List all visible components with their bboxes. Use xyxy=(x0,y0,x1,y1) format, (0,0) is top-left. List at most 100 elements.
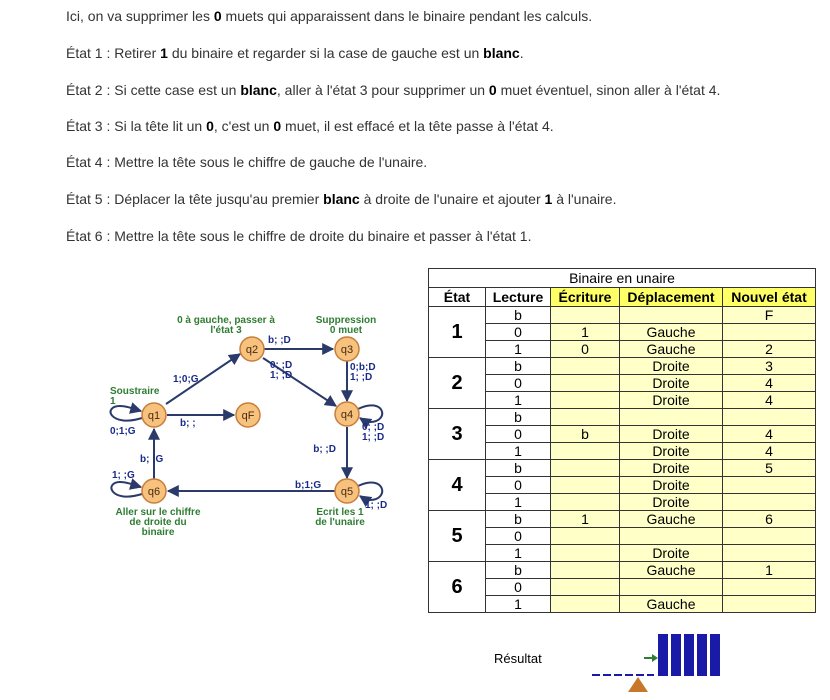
cell-lecture: b xyxy=(485,306,551,324)
tape-cell xyxy=(658,634,668,676)
cell-nouvel-etat xyxy=(722,408,816,426)
cell-deplacement: Droite xyxy=(619,391,723,409)
table-row: 0 xyxy=(429,578,816,596)
cell-nouvel-etat: 5 xyxy=(722,459,816,477)
cell-deplacement: Droite xyxy=(619,425,723,443)
label-q4-q5: b; ;D xyxy=(313,444,336,455)
note-q1: 1 xyxy=(110,396,116,407)
table-row: 0 xyxy=(429,527,816,545)
cell-deplacement xyxy=(619,578,723,596)
cell-deplacement: Droite xyxy=(619,442,723,460)
cell-lecture: 1 xyxy=(485,442,551,460)
svg-text:q4: q4 xyxy=(341,409,353,421)
tape-cell xyxy=(710,634,720,676)
cell-lecture: 1 xyxy=(485,391,551,409)
column-header: Lecture xyxy=(485,287,551,307)
edge-q1-q2 xyxy=(165,353,241,405)
note-q6: binaire xyxy=(142,527,175,538)
cell-ecriture: 0 xyxy=(550,340,620,358)
cell-deplacement: Droite xyxy=(619,544,723,562)
cell-lecture: 1 xyxy=(485,493,551,511)
note-q3: 0 muet xyxy=(330,325,363,336)
cell-deplacement xyxy=(619,408,723,426)
cell-nouvel-etat xyxy=(722,578,816,596)
head-arrow-icon xyxy=(644,654,658,662)
state-number: 3 xyxy=(428,408,486,460)
state-number: 6 xyxy=(428,561,486,613)
note-q2: 0 à gauche, passer à xyxy=(177,315,275,326)
state-qF: qF xyxy=(235,402,261,428)
column-header: État xyxy=(428,287,486,307)
state-q2: q2 xyxy=(239,336,265,362)
state-q4: q4 xyxy=(334,401,360,427)
cell-nouvel-etat: 6 xyxy=(722,510,816,528)
loop-q1 xyxy=(109,402,143,422)
cell-ecriture: 1 xyxy=(550,510,620,528)
cell-lecture: 0 xyxy=(485,578,551,596)
svg-text:q2: q2 xyxy=(246,344,258,356)
label-q3-q4: 0;b;D xyxy=(350,362,376,373)
cell-ecriture xyxy=(550,391,620,409)
column-header: Nouvel état xyxy=(722,287,816,307)
cell-nouvel-etat: 3 xyxy=(722,357,816,375)
table-title: Binaire en unaire xyxy=(428,268,816,288)
svg-text:qF: qF xyxy=(242,410,255,422)
cell-nouvel-etat: 4 xyxy=(722,425,816,443)
cell-ecriture xyxy=(550,561,620,579)
instruction-paragraph: État 1 : Retirer 1 du binaire et regarde… xyxy=(66,45,524,61)
cell-ecriture xyxy=(550,578,620,596)
loop-q5 xyxy=(357,481,384,507)
cell-ecriture xyxy=(550,408,620,426)
cell-nouvel-etat: 4 xyxy=(722,374,816,392)
cell-nouvel-etat xyxy=(722,544,816,562)
state-number: 4 xyxy=(428,459,486,511)
cell-nouvel-etat: 2 xyxy=(722,340,816,358)
cell-ecriture xyxy=(550,476,620,494)
cell-deplacement: Gauche xyxy=(619,510,723,528)
label-q4-loop: 0; ;D xyxy=(362,422,384,433)
state-q6: q6 xyxy=(141,478,167,504)
cell-deplacement xyxy=(619,306,723,324)
instruction-paragraph: État 6 : Mettre la tête sous le chiffre … xyxy=(66,228,532,244)
state-number: 2 xyxy=(428,357,486,409)
svg-text:q6: q6 xyxy=(148,486,160,498)
note-q2: l'état 3 xyxy=(210,325,242,336)
cell-nouvel-etat xyxy=(722,527,816,545)
tape-head-icon xyxy=(628,677,648,692)
cell-nouvel-etat xyxy=(722,323,816,341)
state-q3: q3 xyxy=(334,336,360,362)
note-q5: Ecrit les 1 xyxy=(316,507,364,518)
tape-cell xyxy=(684,634,694,676)
cell-ecriture xyxy=(550,544,620,562)
cell-lecture: b xyxy=(485,357,551,375)
label-q6-q1: b; ;G xyxy=(140,454,164,465)
label-q6-loop: 1; ;G xyxy=(112,470,135,481)
state-number: 1 xyxy=(428,306,486,358)
result-tape xyxy=(592,634,720,692)
label-q1-loop: 0;1;G xyxy=(110,426,136,437)
cell-nouvel-etat xyxy=(722,595,816,613)
cell-nouvel-etat: 4 xyxy=(722,442,816,460)
svg-text:q5: q5 xyxy=(341,486,353,498)
cell-lecture: 0 xyxy=(485,323,551,341)
label-q3-q4: 1; ;D xyxy=(350,372,372,383)
cell-lecture: 1 xyxy=(485,340,551,358)
cell-ecriture: 1 xyxy=(550,323,620,341)
cell-nouvel-etat: F xyxy=(722,306,816,324)
cell-lecture: b xyxy=(485,459,551,477)
cell-ecriture xyxy=(550,527,620,545)
cell-deplacement: Droite xyxy=(619,459,723,477)
instruction-paragraph: Ici, on va supprimer les 0 muets qui app… xyxy=(66,8,593,24)
column-header: Déplacement xyxy=(619,287,723,307)
cell-deplacement: Droite xyxy=(619,493,723,511)
cell-nouvel-etat xyxy=(722,476,816,494)
cell-deplacement: Gauche xyxy=(619,595,723,613)
